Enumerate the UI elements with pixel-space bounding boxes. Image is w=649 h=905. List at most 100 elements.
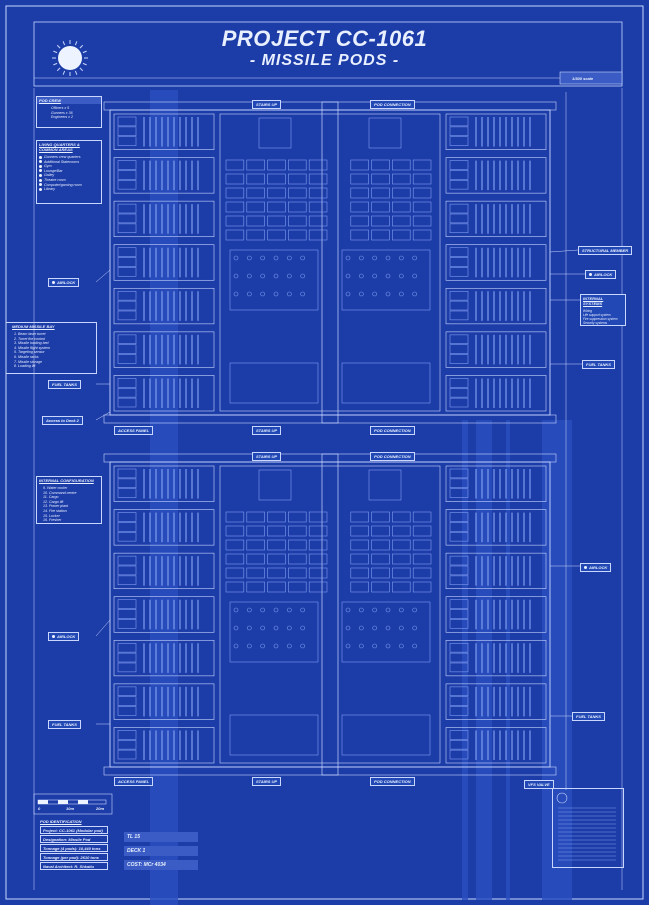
turret-block	[117, 565, 137, 576]
furniture-dot	[233, 643, 239, 649]
stateroom	[371, 201, 390, 213]
stateroom	[288, 525, 307, 537]
missile-bay-panel: MEDIUM MISSILE BAY 1. Beam laser turret …	[6, 322, 97, 374]
furniture-dot	[399, 291, 404, 297]
stateroom	[412, 201, 432, 213]
turret-block	[449, 203, 469, 214]
furniture-dot	[247, 291, 252, 297]
furniture-dot	[345, 291, 351, 297]
turret-block	[449, 136, 469, 146]
fuel-tanks-callout: FUEL TANKS	[48, 380, 81, 389]
stateroom	[392, 553, 411, 565]
legend-item: 15. Locker	[43, 513, 60, 518]
stateroom	[225, 229, 245, 241]
furniture-dot	[247, 255, 252, 261]
furniture-dot	[260, 291, 265, 297]
turret-block	[117, 290, 137, 301]
furniture-dot	[300, 643, 305, 649]
stateroom	[288, 567, 307, 579]
living-quarters-heading: LIVING QUARTERS & COMMON AREAS	[39, 142, 80, 152]
missile-rack	[113, 113, 215, 150]
internal-systems-heading: INTERNAL SYSTEMS	[583, 296, 604, 306]
legend-item: 1. Beam laser turret	[14, 332, 46, 336]
stateroom	[267, 215, 286, 227]
stateroom	[371, 525, 390, 537]
engineering-right	[341, 362, 431, 404]
pod-id-row: Project: CC-1061 (Modular pod)	[40, 826, 108, 834]
stateroom	[246, 229, 265, 241]
stateroom	[225, 567, 245, 579]
stateroom	[412, 159, 432, 171]
stateroom	[371, 553, 390, 565]
missile-rack	[445, 727, 547, 764]
stateroom	[288, 187, 307, 199]
stateroom	[371, 173, 390, 185]
stateroom	[246, 511, 265, 523]
stateroom	[392, 539, 411, 551]
furniture-dot	[359, 625, 364, 631]
stateroom	[350, 215, 369, 227]
stateroom	[267, 187, 286, 199]
furniture-dot	[385, 273, 391, 279]
turret-block	[117, 397, 137, 408]
engineering-left	[229, 714, 319, 756]
sun-ray	[53, 50, 58, 54]
leader-line	[95, 619, 111, 637]
pod-crew-row: Gunners x 36	[51, 110, 73, 115]
turret-block	[117, 334, 137, 345]
legend-item: 11. Cargo	[43, 495, 59, 500]
internal-config-heading: INTERNAL CONFIGURATION	[39, 478, 94, 483]
stateroom	[371, 229, 390, 241]
turret-block	[449, 565, 469, 576]
background-strip	[506, 420, 510, 900]
turret-block	[117, 179, 137, 190]
pod-crew-row: Officers x 5	[51, 106, 70, 110]
airlock-marker-icon	[52, 635, 55, 639]
stateroom	[288, 201, 307, 213]
furniture-dot	[273, 291, 279, 297]
furniture-dot	[372, 643, 377, 649]
furniture-dot	[300, 255, 305, 261]
airlock-callout: AIRLOCK	[585, 270, 617, 279]
missile-rack	[445, 639, 547, 677]
legend-item: Library	[37, 187, 101, 192]
missile-rack	[113, 639, 215, 677]
stateroom	[225, 539, 245, 551]
furniture-dot	[287, 607, 292, 613]
turret-block	[117, 310, 137, 321]
turret-block	[449, 179, 469, 190]
cargo-hold	[368, 117, 402, 149]
vfs-valve-callout: VFS VALVE	[524, 780, 554, 789]
turret-block	[449, 478, 469, 489]
turret-block	[449, 555, 469, 566]
furniture-dot	[247, 273, 252, 279]
deck-number-box: DECK 1	[124, 846, 198, 856]
turret-block	[117, 652, 137, 663]
legend-marker-icon	[39, 187, 42, 191]
stateroom	[267, 525, 286, 537]
stateroom	[246, 581, 265, 593]
furniture-dot	[359, 255, 364, 261]
turret-block	[117, 257, 137, 267]
furniture-dot	[233, 255, 239, 261]
missile-rack	[113, 727, 215, 764]
turret-block	[449, 257, 469, 267]
stateroom	[267, 511, 286, 523]
furniture-dot	[399, 607, 404, 613]
legend-item: 14. Fire station	[43, 508, 67, 513]
sun-ray	[56, 67, 61, 72]
stairs-up-label: STAIRS UP	[252, 777, 282, 786]
stateroom	[246, 201, 265, 213]
furniture-dot	[372, 291, 377, 297]
missile-rack	[113, 596, 215, 633]
sun-ray	[56, 44, 61, 49]
pod-crew-heading: POD CREW	[37, 97, 101, 104]
turret-block	[117, 468, 137, 479]
pod-id-row: Naval Architect: R. Shkaitu	[40, 862, 108, 870]
stateroom	[308, 159, 328, 171]
legend-marker-icon	[39, 169, 42, 173]
stateroom	[288, 173, 307, 185]
legend-item: 9. Water cooler	[43, 486, 68, 490]
fuel-tanks-callout: FUEL TANKS	[48, 720, 81, 729]
